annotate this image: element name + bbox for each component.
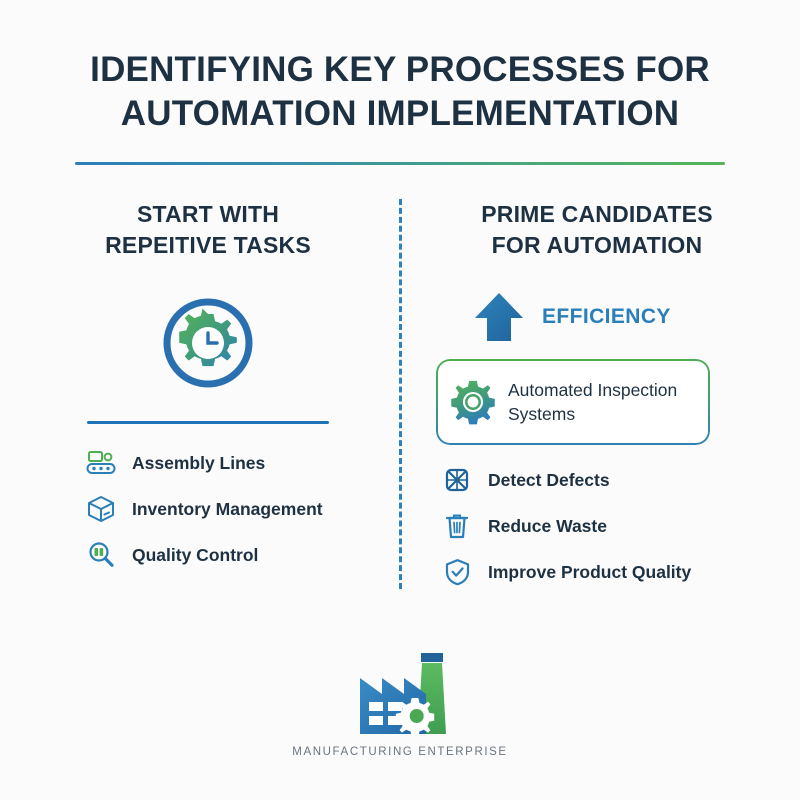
title-block: IDENTIFYING KEY PROCESSES FOR AUTOMATION… — [0, 0, 800, 165]
left-column-heading: START WITH REPEITIVE TASKS — [40, 199, 376, 261]
list-item-label: Assembly Lines — [132, 453, 266, 473]
magnifier-inspection-icon — [84, 540, 118, 570]
right-heading-line-1: PRIME CANDIDATES — [481, 201, 713, 227]
list-item-label: Reduce Waste — [488, 516, 607, 536]
shield-check-icon — [440, 557, 474, 587]
right-column-heading: PRIME CANDIDATES FOR AUTOMATION — [434, 199, 760, 261]
card-text-line-1: Automated Inspection — [508, 380, 678, 400]
package-box-icon — [84, 494, 118, 524]
left-section-rule — [87, 421, 329, 424]
efficiency-label: EFFICIENCY — [542, 305, 671, 328]
list-item: Reduce Waste — [440, 511, 760, 541]
page-title-line-1: IDENTIFYING KEY PROCESSES FOR — [90, 50, 710, 89]
card-text-line-2: Systems — [508, 404, 576, 424]
list-item: Improve Product Quality — [440, 557, 760, 587]
left-column: START WITH REPEITIVE TASKS — [40, 199, 400, 603]
conveyor-belt-icon — [84, 448, 118, 478]
footer-caption: MANUFACTURING ENTERPRISE — [292, 746, 508, 758]
automated-inspection-card[interactable]: Automated Inspection Systems — [436, 359, 710, 445]
columns-container: START WITH REPEITIVE TASKS — [0, 199, 800, 603]
left-heading-line-2: REPEITIVE TASKS — [105, 232, 311, 258]
trash-can-icon — [440, 511, 474, 541]
list-item-label: Improve Product Quality — [488, 562, 692, 582]
gear-icon — [451, 380, 495, 425]
right-column: PRIME CANDIDATES FOR AUTOMATION EFFICIEN… — [400, 199, 760, 603]
list-item: Detect Defects — [440, 465, 760, 495]
efficiency-row: EFFICIENCY — [434, 287, 760, 347]
left-bullet-list: Assembly Lines Inventory Management — [40, 448, 376, 570]
clock-gear-icon — [163, 298, 253, 388]
factory-icon — [360, 653, 446, 736]
list-item: Quality Control — [84, 540, 376, 570]
title-gradient-divider — [75, 162, 725, 165]
list-item: Inventory Management — [84, 494, 376, 524]
card-text: Automated Inspection Systems — [508, 378, 677, 426]
list-item-label: Inventory Management — [132, 499, 323, 519]
list-item: Assembly Lines — [84, 448, 376, 478]
list-item-label: Quality Control — [132, 545, 259, 565]
right-bullet-list: Detect Defects Reduce Waste — [434, 465, 760, 587]
list-item-label: Detect Defects — [488, 470, 610, 490]
page-title-line-2: AUTOMATION IMPLEMENTATION — [120, 94, 680, 133]
defect-crossed-box-icon — [440, 465, 474, 495]
left-heading-line-1: START WITH — [136, 201, 280, 227]
right-heading-line-2: FOR AUTOMATION — [491, 232, 703, 258]
footer: MANUFACTURING ENTERPRISE — [0, 650, 800, 758]
vertical-dashed-divider — [399, 199, 402, 589]
up-arrow-icon — [475, 293, 523, 341]
clock-gear-badge — [40, 295, 376, 391]
